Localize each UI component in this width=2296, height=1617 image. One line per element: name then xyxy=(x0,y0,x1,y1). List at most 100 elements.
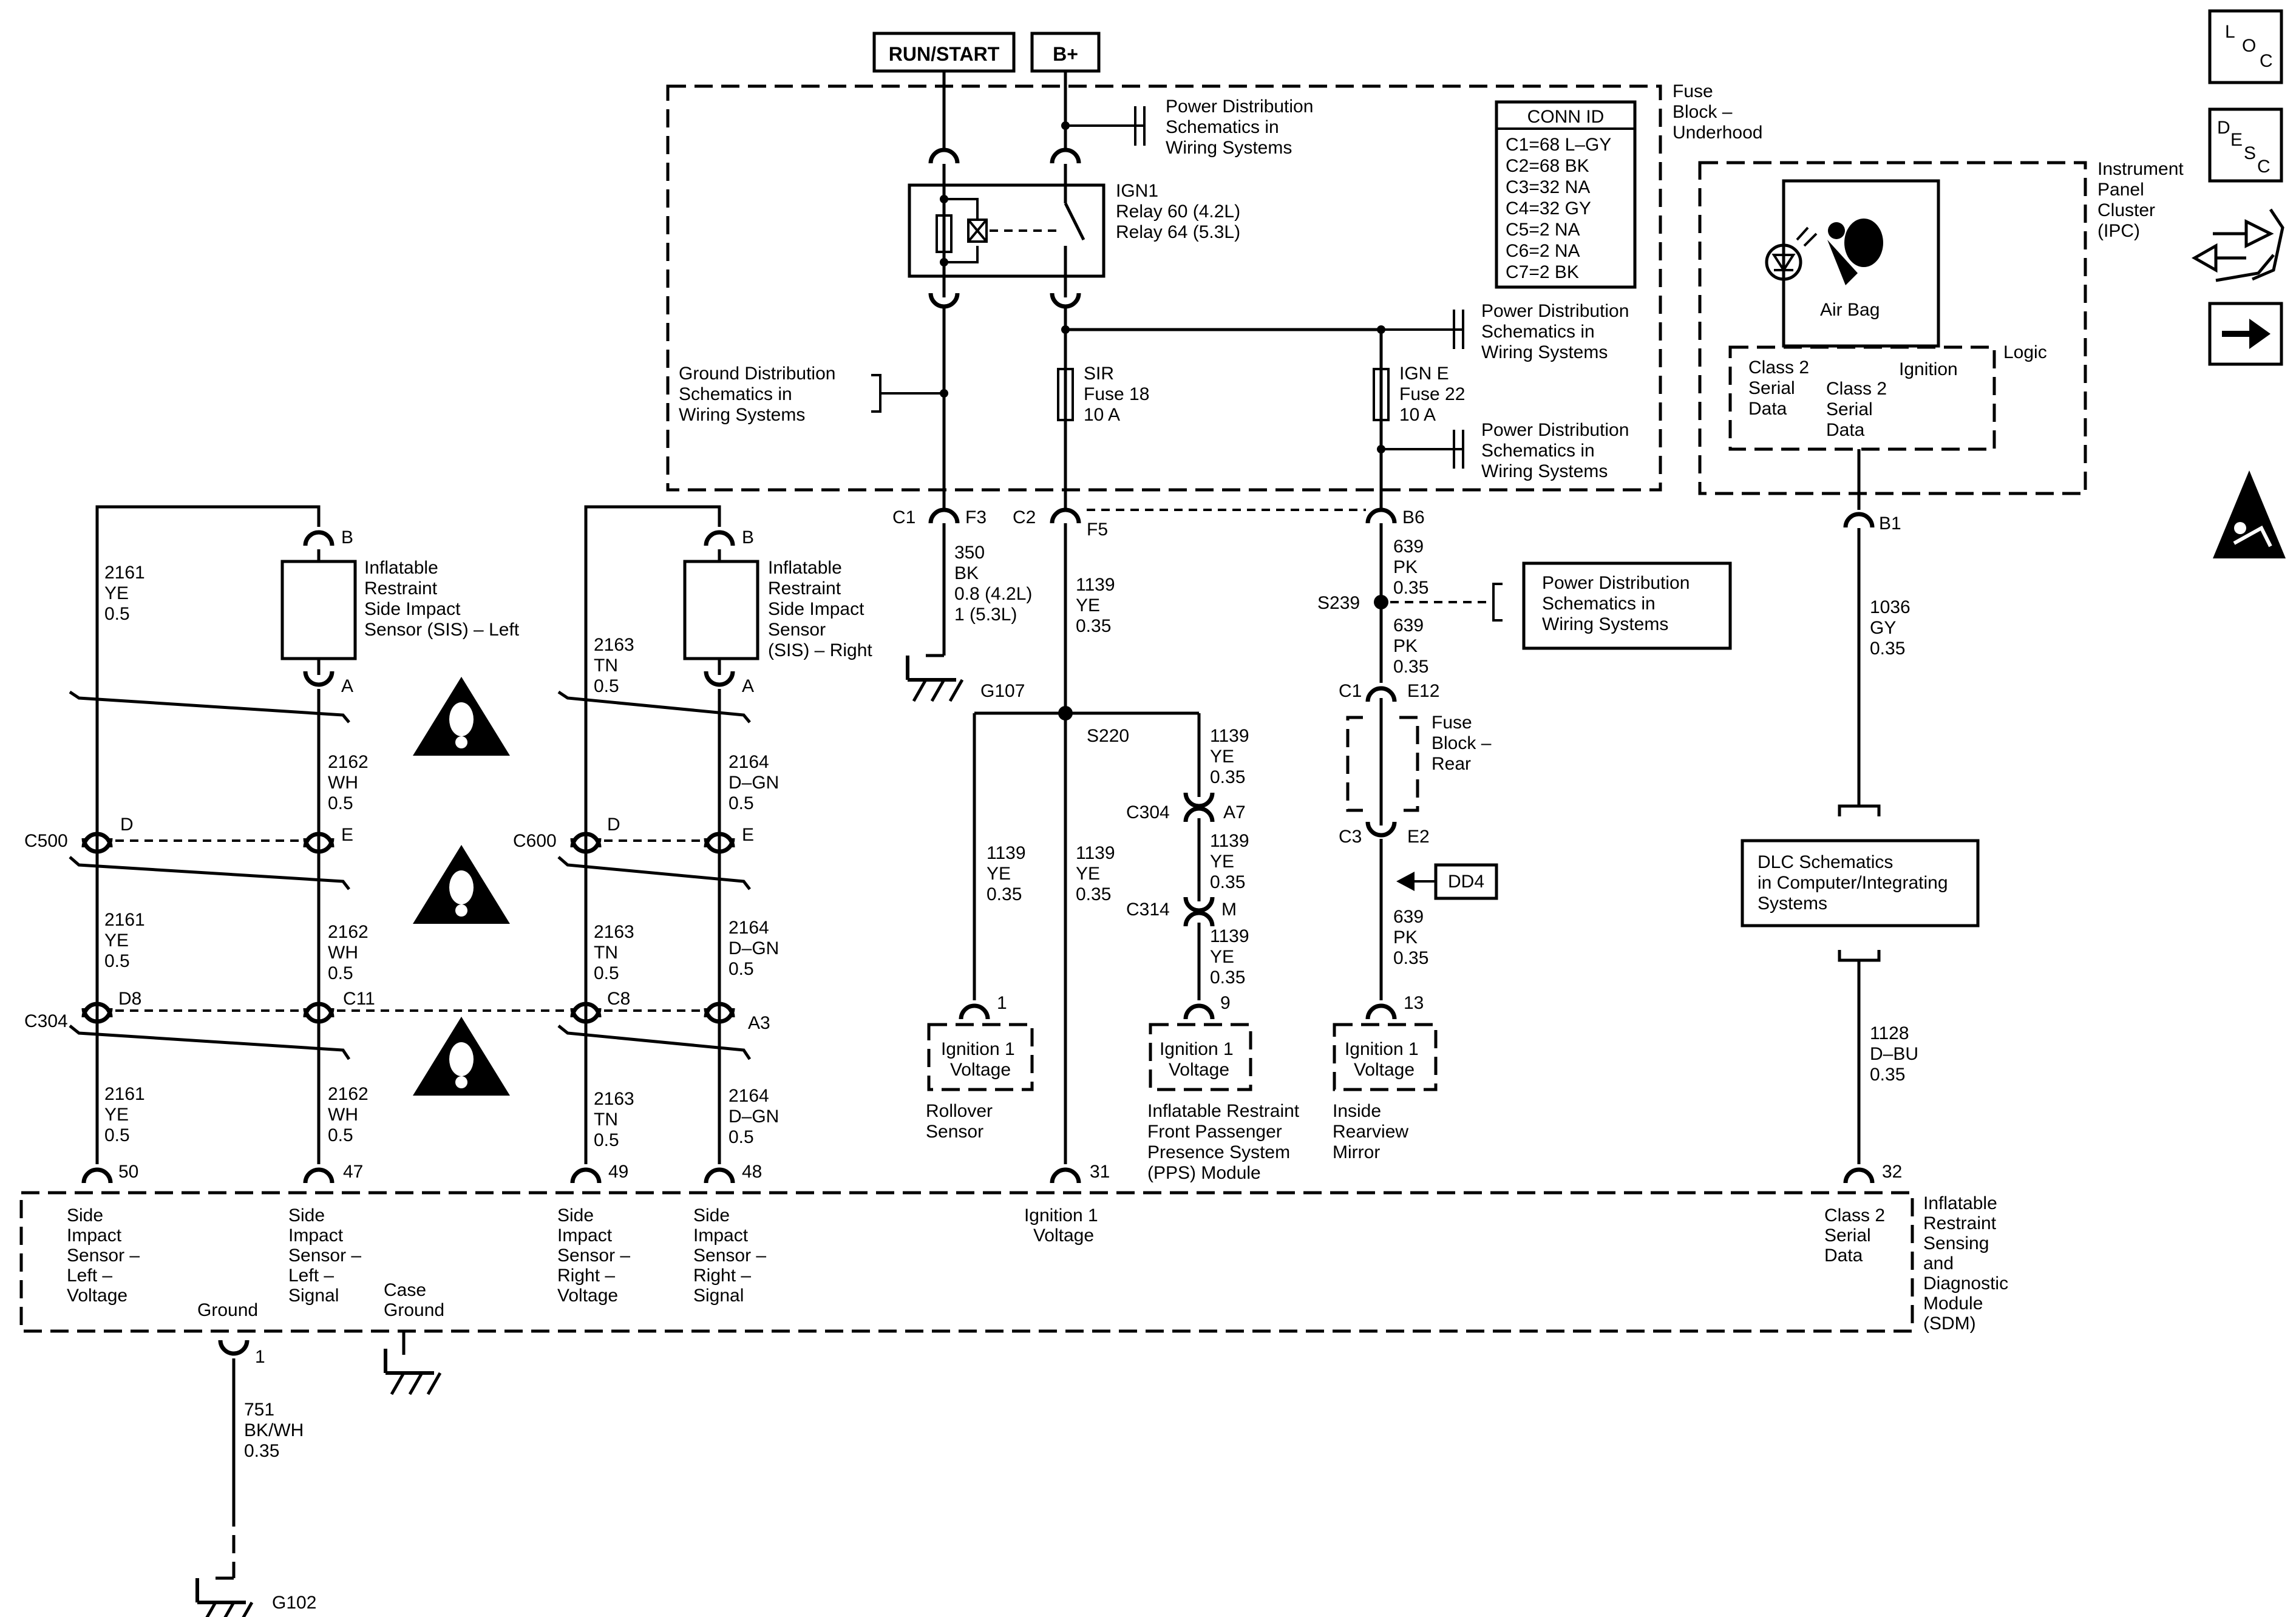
conn-pin-49: 49 xyxy=(608,1162,628,1182)
dd4-label: DD4 xyxy=(1448,872,1484,892)
wire-2164-3-label: 2164 D–GN 0.5 xyxy=(729,1086,784,1147)
pps-ign-voltage-box xyxy=(1149,1023,1252,1091)
svg-text:S: S xyxy=(2244,143,2256,163)
conn-c500: C500 xyxy=(24,831,68,851)
conn-b1: B1 xyxy=(1879,514,1901,534)
dd4-box xyxy=(1434,863,1498,900)
wire-2161-3-label: 2161 YE 0.5 xyxy=(104,1084,150,1145)
fuse-block-rear-outline xyxy=(1346,716,1419,812)
conn-a-right: A xyxy=(742,676,754,696)
sdm-outline xyxy=(19,1191,1914,1333)
svg-text:E: E xyxy=(2230,130,2243,150)
wire-1139-sdm-label: 1139 YE 0.35 xyxy=(1076,843,1120,904)
wire-350-label: 350 BK 0.8 (4.2L) 1 (5.3L) xyxy=(954,543,1038,625)
conn-pin-1: 1 xyxy=(997,993,1007,1013)
conn-e-right: E xyxy=(742,825,754,845)
dlc-box xyxy=(1741,839,1980,927)
loc-icon[interactable] xyxy=(2208,9,2283,84)
wire-639-b-label: 639 PK 0.35 xyxy=(1393,615,1428,677)
power-dist-4-box xyxy=(1522,561,1732,650)
svg-text:L: L xyxy=(2225,22,2235,42)
ground-g107-label: G107 xyxy=(980,681,1025,701)
power-dist-4-label: Power Distribution Schematics in Wiring … xyxy=(1542,573,1695,634)
conn-b-right: B xyxy=(742,527,754,547)
connector-repair-icon[interactable] xyxy=(2191,208,2284,282)
sir-caution-icon xyxy=(2213,470,2286,558)
conn-pin-47: 47 xyxy=(343,1162,363,1182)
mirror-ign-voltage-box xyxy=(1333,1023,1438,1091)
fuse-block-underhood-outline xyxy=(666,84,1662,492)
svg-text:D: D xyxy=(2217,118,2230,138)
wire-2164-2-label: 2164 D–GN 0.5 xyxy=(729,918,784,979)
b-plus-label: B+ xyxy=(1053,43,1078,65)
conn-a3: A3 xyxy=(748,1013,770,1033)
desc-icon[interactable] xyxy=(2208,107,2283,183)
splice-s239 xyxy=(1374,595,1388,609)
wire-1139-pps2-label: 1139 YE 0.35 xyxy=(1210,831,1254,892)
ipc-logic-label: Logic xyxy=(2003,342,2047,362)
ign1-relay-label: IGN1 Relay 60 (4.2L) Relay 64 (5.3L) xyxy=(1116,181,1245,242)
ipc-outline xyxy=(1698,161,2087,495)
conn-id-rows: C1=68 L–GY C2=68 BK C3=32 NA C4=32 GY C5… xyxy=(1506,135,1616,282)
conn-e-left: E xyxy=(341,825,353,845)
svg-text:O: O xyxy=(2242,36,2256,56)
air-bag-label: Air Bag xyxy=(1820,300,1880,320)
splice-s239-label: S239 xyxy=(1317,593,1360,613)
inside-mirror-label: Inside Rearview Mirror xyxy=(1333,1101,1413,1162)
wire-2161-2-label: 2161 YE 0.5 xyxy=(104,910,150,971)
wire-639-c-label: 639 PK 0.35 xyxy=(1393,907,1428,968)
air-bag-indicator-box xyxy=(1782,179,1940,348)
wire-2162-1-label: 2162 WH 0.5 xyxy=(328,752,373,813)
ground-g102-label: G102 xyxy=(272,1593,316,1613)
conn-c2: C2 xyxy=(1013,507,1036,527)
conn-pin-9: 9 xyxy=(1220,993,1231,1013)
air-bag-lamp-icon xyxy=(1765,243,1802,281)
splice-s220-label: S220 xyxy=(1087,726,1129,746)
conn-d8: D8 xyxy=(118,989,141,1009)
power-dist-3-label: Power Distribution Schematics in Wiring … xyxy=(1481,420,1634,481)
wire-1139-pps1-label: 1139 YE 0.35 xyxy=(1210,726,1254,787)
conn-m: M xyxy=(1221,900,1237,920)
conn-b-left: B xyxy=(341,527,353,547)
conn-pin-31: 31 xyxy=(1090,1162,1110,1182)
pps-ign-voltage-label: Ignition 1 Voltage xyxy=(1160,1039,1238,1080)
conn-pin-ground-1: 1 xyxy=(255,1347,265,1367)
conn-d-right: D xyxy=(607,815,620,835)
conn-e2: E2 xyxy=(1407,827,1430,847)
wire-2162-3-label: 2162 WH 0.5 xyxy=(328,1084,373,1145)
wire-1128-label: 1128 D–BU 0.35 xyxy=(1870,1023,1923,1085)
wire-751-label: 751 BK/WH 0.35 xyxy=(244,1400,309,1461)
conn-c304-b: C304 xyxy=(24,1011,68,1031)
conn-f5: F5 xyxy=(1087,520,1108,540)
next-arrow-icon[interactable] xyxy=(2208,302,2283,366)
ipc-class2-b-label: Class 2 Serial Data xyxy=(1826,379,1892,440)
ign1-relay-box xyxy=(908,183,1106,278)
wire-2163-2-label: 2163 TN 0.5 xyxy=(594,922,639,983)
wire-1139-pps3-label: 1139 YE 0.35 xyxy=(1210,926,1254,988)
rollover-ign-voltage-label: Ignition 1 Voltage xyxy=(941,1039,1020,1080)
ipc-logic-outline xyxy=(1728,345,1996,451)
ground-g107-icon xyxy=(908,656,962,701)
sis-right-label: Inflatable Restraint Side Impact Sensor … xyxy=(768,558,872,660)
conn-id-table xyxy=(1495,100,1637,289)
run-start-label: RUN/START xyxy=(889,43,1000,65)
sdm-ground-label: Ground xyxy=(197,1300,258,1320)
ipc-label: Instrument Panel Cluster (IPC) xyxy=(2097,159,2189,241)
ign-e-fuse-label: IGN E Fuse 22 10 A xyxy=(1399,364,1470,425)
conn-c8: C8 xyxy=(607,989,630,1009)
conn-c304-a: C304 xyxy=(1126,802,1170,822)
conn-b6: B6 xyxy=(1402,507,1425,527)
ground-g102-icon xyxy=(197,1578,252,1617)
sir-fuse-18 xyxy=(1057,368,1074,421)
wire-639-a-label: 639 PK 0.35 xyxy=(1393,537,1428,598)
sdm-case-ground-label: Case Ground xyxy=(384,1280,444,1320)
dlc-label: DLC Schematics in Computer/Integrating S… xyxy=(1758,852,1953,914)
ground-dist-label: Ground Distribution Schematics in Wiring… xyxy=(679,364,841,425)
wire-2161 xyxy=(95,505,321,1164)
conn-pin-48: 48 xyxy=(742,1162,762,1182)
pps-module-label: Inflatable Restraint Front Passenger Pre… xyxy=(1147,1101,1304,1183)
sis-left-sensor xyxy=(280,560,357,660)
power-dist-1-label: Power Distribution Schematics in Wiring … xyxy=(1166,97,1319,158)
wire-2162-2-label: 2162 WH 0.5 xyxy=(328,922,373,983)
